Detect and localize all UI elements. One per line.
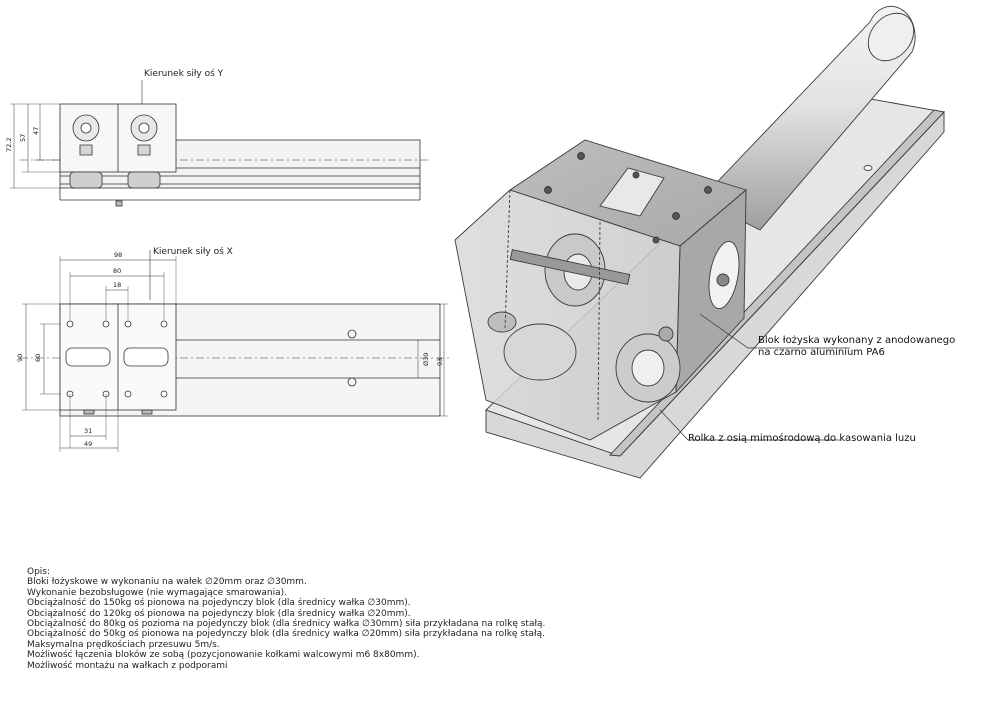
description-notes: Opis: Bloki łożyskowe w wykonaniu na wał… [27, 567, 727, 671]
note-line-4: Obciążalność do 120kg oś pionowa na poje… [27, 608, 411, 619]
force-x-label: Kierunek siły oś X [153, 246, 233, 257]
dim-93: 93 [436, 358, 444, 366]
note-line-2: Wykonanie bezobsługowe (nie wymagające s… [27, 587, 288, 598]
side-view [10, 80, 430, 207]
roller-callout: Rolka z osią mimośrodową do kasowania lu… [688, 432, 916, 444]
note-line-8: Możliwość łączenia bloków ze sobą (pozyc… [27, 650, 420, 661]
note-line-1: Bloki łożyskowe w wykonaniu na wałek ∅20… [27, 577, 307, 588]
note-line-5: Obciążalność do 80kg oś pozioma na pojed… [27, 619, 546, 630]
dim-47: 47 [32, 127, 40, 135]
note-line-7: Maksymalna prędkościach przesuwu 5m/s. [27, 639, 220, 650]
dim-80: 80 [113, 267, 121, 275]
dim-57: 57 [19, 134, 27, 142]
note-line-6: Obciążalność do 50kg oś pionowa na pojed… [27, 629, 545, 640]
dim-90: 90 [16, 354, 24, 362]
notes-title: Opis: [27, 567, 51, 577]
dim-18: 18 [113, 281, 121, 289]
callout-leaders [659, 313, 850, 441]
isometric-view [454, 5, 945, 479]
dim-dia-30: Ø30 [422, 353, 430, 366]
note-line-3: Obciążalność do 150kg oś pionowa na poje… [27, 598, 411, 609]
top-view [20, 250, 450, 452]
dim-60: 60 [34, 354, 42, 362]
block-callout-line1: Blok łożyska wykonany z anodowanego [758, 335, 955, 346]
dim-72-2: 72,2 [5, 138, 13, 152]
force-y-label: Kierunek siły oś Y [144, 68, 224, 79]
note-line-9: Możliwość montażu na wałkach z podporami [27, 660, 228, 671]
dim-98: 98 [114, 251, 122, 259]
dim-31: 31 [84, 427, 92, 435]
dim-49: 49 [84, 440, 92, 448]
block-callout-line2: na czarno aluminium PA6 [758, 347, 885, 358]
